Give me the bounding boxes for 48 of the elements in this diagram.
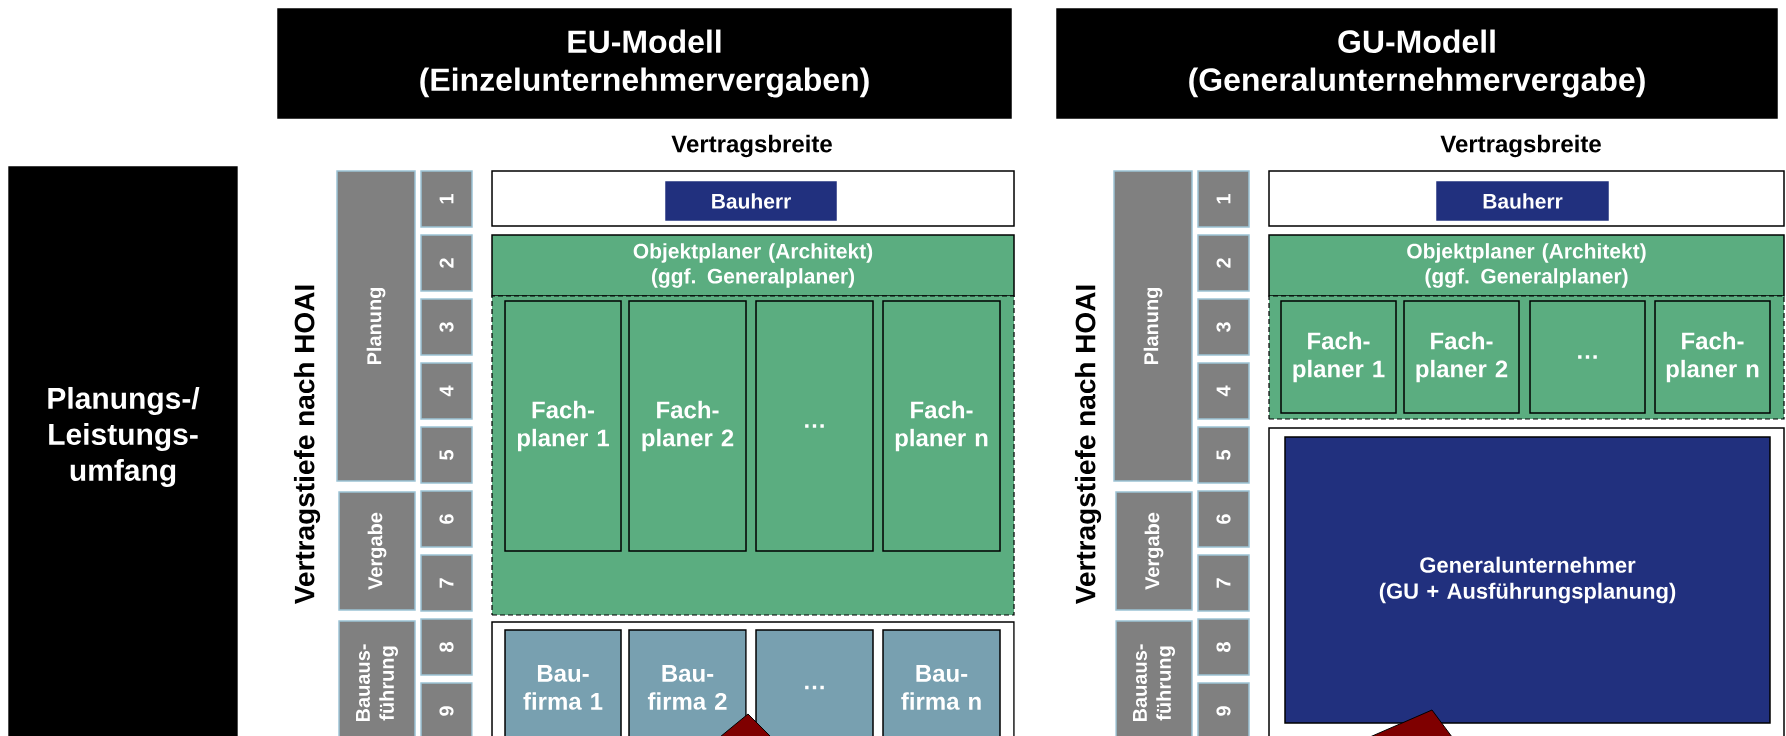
contractor-box: Bau- firma n bbox=[882, 629, 1001, 736]
phase-number-box: 8 bbox=[1197, 618, 1250, 676]
phase-number-box: 3 bbox=[420, 298, 473, 356]
phase-number-box: 8 bbox=[420, 618, 473, 676]
phase-bar: Vergabe bbox=[1115, 491, 1193, 611]
specialist-planner-box: Fach- planer n bbox=[1654, 300, 1771, 414]
client-box: Bauherr bbox=[665, 181, 837, 221]
phase-number-box: 3 bbox=[1197, 298, 1250, 356]
phase-number-box: 4 bbox=[1197, 362, 1250, 420]
title-banner: GU-Modell (Generalunternehmervergabe) bbox=[1056, 8, 1778, 119]
phase-number-box: 5 bbox=[420, 426, 473, 484]
phase-number-box: 7 bbox=[1197, 554, 1250, 612]
phase-number-box: 9 bbox=[420, 682, 473, 736]
client-box: Bauherr bbox=[1436, 181, 1609, 221]
contractor-box: … bbox=[755, 629, 874, 736]
specialist-planner-box: … bbox=[1529, 300, 1646, 414]
phase-number-box: 6 bbox=[1197, 490, 1250, 548]
phase-bar: Planung bbox=[1113, 170, 1193, 482]
planner-box: Objektplaner (Architekt) (ggf. Generalplaner) bbox=[491, 234, 1015, 297]
specialist-planner-box: Fach- planer 2 bbox=[628, 300, 747, 552]
phase-number-box: 1 bbox=[420, 170, 473, 228]
planner-box: Objektplaner (Architekt) (ggf. Generalplaner) bbox=[1268, 234, 1785, 297]
specialist-planner-box: Fach- planer n bbox=[882, 300, 1001, 552]
general-contractor-box: Generalunternehmer (GU + Ausführungsplanung) bbox=[1284, 436, 1771, 724]
axis-heading: Vertragstiefe nach HOAI bbox=[293, 285, 321, 605]
specialist-planner-box: Fach- planer 2 bbox=[1403, 300, 1520, 414]
contractor-box: Bau- firma 2 bbox=[628, 629, 747, 736]
phase-bar: Vergabe bbox=[338, 491, 416, 611]
contractor-box: Bau- firma 1 bbox=[504, 629, 622, 736]
phase-number-box: 7 bbox=[420, 554, 473, 612]
phase-number-box: 6 bbox=[420, 490, 473, 548]
axis-heading: Vertragsbreite bbox=[1440, 134, 1601, 158]
phase-number-box: 4 bbox=[420, 362, 473, 420]
phase-bar: Bauaus- führung bbox=[1115, 620, 1193, 736]
phase-number-box: 2 bbox=[420, 234, 473, 292]
axis-heading: Vertragsbreite bbox=[671, 134, 832, 158]
specialist-planner-box: Fach- planer 1 bbox=[1280, 300, 1397, 414]
axis-heading: Vertragstiefe nach HOAI bbox=[1074, 285, 1102, 605]
phase-number-box: 9 bbox=[1197, 682, 1250, 736]
category-box: Planungs-/ Leistungs- umfang bbox=[8, 166, 238, 736]
phase-number-box: 2 bbox=[1197, 234, 1250, 292]
specialist-planner-box: Fach- planer 1 bbox=[504, 300, 622, 552]
phase-number-box: 1 bbox=[1197, 170, 1250, 228]
specialist-planner-box: … bbox=[755, 300, 874, 552]
phase-number-box: 5 bbox=[1197, 426, 1250, 484]
title-banner: EU-Modell (Einzelunternehmervergaben) bbox=[277, 8, 1012, 119]
phase-bar: Planung bbox=[336, 170, 416, 482]
phase-bar: Bauaus- führung bbox=[338, 620, 416, 736]
